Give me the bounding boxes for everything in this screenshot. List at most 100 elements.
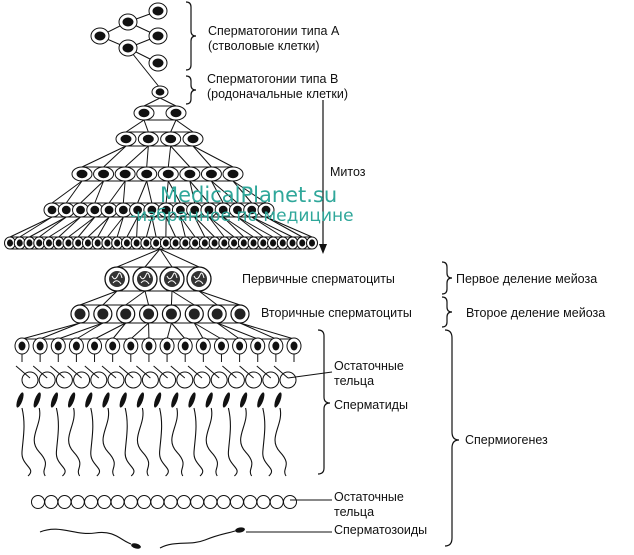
residual-body	[123, 495, 138, 509]
spermatogonium-daughter-nucleus	[143, 239, 150, 247]
spermatid-tail	[90, 407, 101, 477]
residual-link	[136, 365, 151, 379]
lineage-link	[80, 180, 104, 204]
residual-cytoplasm	[193, 371, 211, 389]
residual-body	[84, 495, 99, 509]
chromosome-strand	[139, 272, 151, 285]
lineage-link	[166, 322, 172, 340]
lineage-link	[94, 180, 105, 204]
lineage-link	[68, 216, 96, 238]
lineage-link	[265, 216, 313, 238]
spermatid-head	[239, 392, 248, 408]
primary-spermatocyte-nucleus	[164, 271, 180, 287]
spermatogonium-daughter-nucleus	[98, 169, 110, 179]
spermatogonium-daughter-nucleus	[182, 239, 189, 247]
spermatid-tail	[262, 407, 273, 477]
lineage-link	[170, 145, 191, 168]
lineage-link	[171, 322, 186, 340]
secondary-spermatocyte-nucleus	[143, 308, 155, 320]
residual-link	[204, 365, 220, 379]
residual-link	[256, 365, 272, 379]
lineage-link	[193, 322, 204, 340]
spermatogonium-daughter-nucleus	[218, 205, 228, 215]
spermatogonium-daughter-nucleus	[247, 205, 257, 215]
secondary-spermatocyte-nucleus	[97, 308, 109, 320]
lineage-link	[137, 180, 148, 204]
residual-body	[57, 495, 72, 509]
lineage-link	[159, 97, 177, 107]
secondary-spermatocyte-nucleus	[234, 308, 246, 320]
secondary-spermatocyte-nucleus	[188, 308, 200, 320]
primary-spermatocyte-nucleus	[109, 271, 125, 287]
spermatid-tail	[55, 407, 66, 477]
spermatogonium-daughter-nucleus	[153, 239, 160, 247]
lineage-link	[48, 216, 81, 238]
lineage-link	[179, 216, 196, 238]
spermatogonium-daughter-nucleus	[90, 205, 100, 215]
lineage-link	[144, 290, 150, 306]
lineage-link	[58, 322, 104, 340]
residual-cytoplasm	[90, 371, 108, 389]
lineage-link	[232, 180, 267, 204]
spermatogonium-daughter-nucleus	[114, 239, 121, 247]
spermatogonium-daughter-nucleus	[299, 239, 306, 247]
label-mitosis: Митоз	[330, 165, 366, 179]
lineage-link	[21, 322, 81, 340]
residual-body	[31, 495, 45, 509]
residual-cytoplasm	[21, 371, 39, 389]
spermatogonium-daughter-nucleus	[279, 239, 286, 247]
spermatogonium-daughter-nucleus	[94, 239, 101, 247]
spermatid-nucleus	[272, 341, 280, 351]
spermatogonium-daughter-nucleus	[165, 134, 177, 144]
lineage-link	[97, 216, 110, 238]
lineage-link	[159, 248, 173, 268]
residual-link	[101, 365, 117, 379]
secondary-spermatocyte-nucleus	[211, 308, 223, 320]
spermatogonium-daughter-nucleus	[231, 239, 238, 247]
spermatogonium-daughter-nucleus	[184, 169, 196, 179]
lineage-link	[77, 216, 96, 238]
residual-link	[273, 365, 289, 379]
lineage-link	[192, 145, 212, 168]
residual-link	[32, 365, 48, 379]
lineage-link	[170, 119, 177, 133]
spermatogonium-a-nucleus	[122, 17, 134, 27]
lineage-link	[237, 216, 274, 238]
spermatogonium-daughter-nucleus	[133, 239, 140, 247]
spermatid-nucleus	[54, 341, 62, 351]
residual-cytoplasm	[245, 371, 263, 389]
spermatid-nucleus	[290, 341, 298, 351]
residual-cytoplasm	[279, 371, 297, 389]
spermatid-nucleus	[36, 341, 44, 351]
spermatid-nucleus	[109, 341, 117, 351]
spermatid-head	[33, 392, 41, 408]
lineage-link	[216, 322, 258, 340]
lineage-link	[122, 180, 126, 204]
lineage-link	[194, 322, 222, 340]
label-spermatogonia-b: Сперматогонии типа В	[207, 72, 338, 86]
residual-cytoplasm	[176, 371, 194, 389]
brace-spermiogenesis	[444, 329, 460, 547]
watermark-tagline: -избранное по медицине	[130, 206, 354, 226]
secondary-spermatocyte-nucleus	[120, 308, 132, 320]
spermatogonium-daughter-nucleus	[270, 239, 277, 247]
spermatid-head	[119, 392, 127, 408]
spermatid-tail	[21, 407, 32, 477]
residual-link	[153, 365, 168, 379]
spermatogonium-b-nucleus	[155, 88, 165, 96]
lineage-link	[189, 180, 196, 204]
residual-body	[110, 495, 125, 509]
residual-link	[118, 365, 134, 379]
spermatogonium-daughter-nucleus	[289, 239, 296, 247]
spermatid-nucleus	[217, 341, 225, 351]
spermatogonium-daughter-nucleus	[260, 239, 267, 247]
label-residual-bodies-1: Остаточные	[334, 359, 404, 373]
spermatid-tail	[102, 407, 115, 477]
lineage-link	[124, 145, 149, 168]
spermatid-tail	[136, 407, 150, 477]
spermatogonium-a-nucleus	[152, 31, 164, 41]
residual-cytoplasm	[227, 371, 245, 389]
residual-link	[239, 365, 254, 379]
residual-body	[269, 495, 284, 509]
spermatid-tail	[205, 407, 219, 477]
